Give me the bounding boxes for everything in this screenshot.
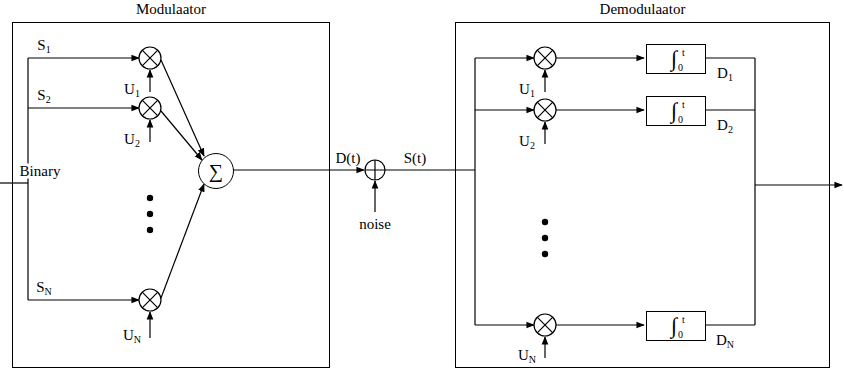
signal-name: S(t): [403, 151, 428, 166]
carrier-name: UN: [517, 348, 537, 365]
integrator-box: ∫ t 0: [646, 311, 706, 341]
block-title: Demodulaator: [456, 2, 829, 17]
integral-sign: ∫: [671, 315, 677, 337]
adder-symbol: [365, 160, 385, 180]
output-name: DN: [715, 333, 735, 350]
signal-name: D(t): [335, 151, 362, 166]
integral-limit: t: [682, 315, 685, 325]
integral-sign: ∫: [671, 100, 677, 122]
integral-sign: ∫: [671, 48, 677, 70]
continuation-dots: [147, 195, 548, 257]
integrator-box: ∫ t 0: [646, 96, 706, 126]
carrier-name: UN: [122, 328, 142, 345]
summer-circle: ∑: [198, 153, 234, 189]
integral-limit: 0: [678, 115, 683, 125]
integral-limit: 0: [678, 63, 683, 73]
output-name: D1: [716, 66, 734, 83]
output-name: D2: [716, 118, 734, 135]
integral-limit: t: [682, 48, 685, 58]
carrier-name: U2: [123, 132, 141, 149]
signal-name: S1: [36, 38, 51, 55]
sum-symbol: ∑: [209, 161, 223, 181]
modulator-wires: [0, 58, 475, 338]
integral-limit: t: [682, 100, 685, 110]
signal-name: SN: [35, 280, 53, 297]
modulator-block: Modulaator∑: [12, 22, 330, 368]
carrier-name: U1: [518, 82, 536, 99]
integrator-box: ∫ t 0: [646, 44, 706, 74]
multiplier-symbols: [139, 47, 556, 336]
carrier-name: U2: [518, 134, 536, 151]
demodulator-wires: [475, 58, 842, 358]
block-title: Modulaator: [13, 2, 329, 17]
demodulator-block: Demodulaator∫t0∫t0∫t0: [455, 22, 830, 368]
noise-label: noise: [358, 217, 392, 232]
carrier-name: U1: [123, 82, 141, 99]
signal-name: S2: [36, 88, 51, 105]
input-label: Binary: [19, 164, 62, 179]
integral-limit: 0: [678, 330, 683, 340]
